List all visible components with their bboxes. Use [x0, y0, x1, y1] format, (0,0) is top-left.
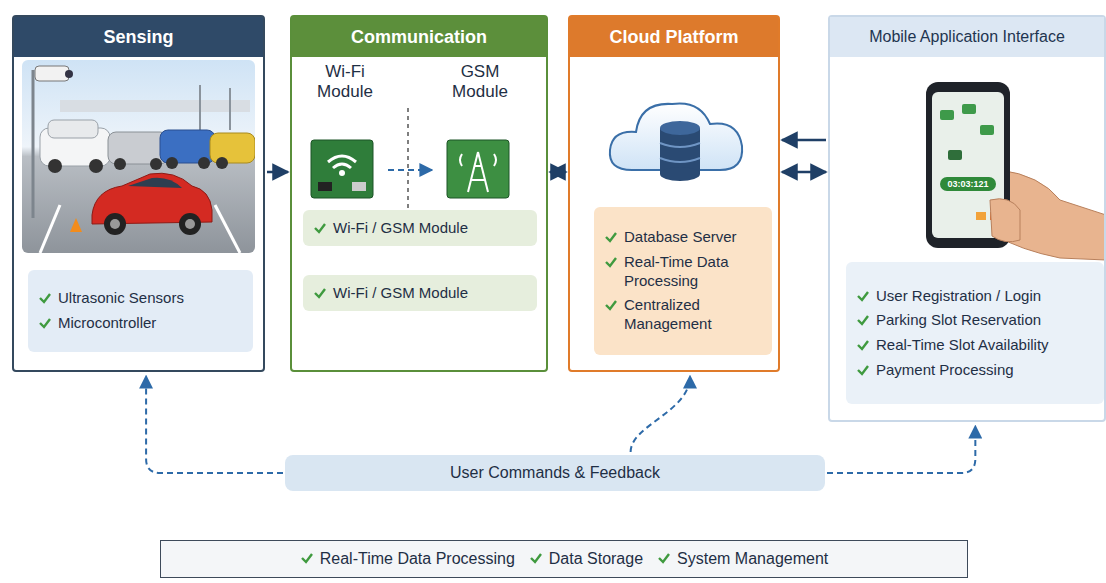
cloud-panel: Cloud PlatformDatabase ServerReal-Time D… [568, 15, 780, 372]
data-flow-arrow [267, 171, 288, 174]
feature-list: User Registration / LoginParking Slot Re… [846, 262, 1104, 404]
feedback-bar: User Commands & Feedback [285, 455, 825, 491]
list-item: Parking Slot Reservation [876, 311, 1041, 330]
check-icon [38, 316, 52, 330]
list-row: Database Server [604, 228, 762, 247]
list-item: Ultrasonic Sensors [58, 289, 184, 308]
list-item: Microcontroller [58, 314, 156, 333]
list-row: Wi-Fi / GSM Module [313, 219, 527, 238]
feature-list: Wi-Fi / GSM Module [303, 275, 537, 311]
list-row: User Registration / Login [856, 287, 1094, 306]
panel-title: Mobile Application Interface [869, 28, 1065, 46]
feature-list: Wi-Fi / GSM Module [303, 210, 537, 246]
panel-header: Communication [292, 17, 546, 57]
check-icon [604, 255, 618, 269]
check-icon [604, 298, 618, 312]
gsm-board [447, 140, 509, 198]
list-item: User Registration / Login [876, 287, 1041, 306]
summary-item: System Management [657, 549, 828, 569]
check-icon [300, 551, 314, 565]
summary-strip: Real-Time Data Processing Data Storage Sys… [160, 540, 968, 578]
wifi-board [311, 140, 373, 198]
list-row: Wi-Fi / GSM Module [313, 284, 527, 303]
list-row: Real-Time Data Processing [604, 253, 762, 291]
list-item: Wi-Fi / GSM Module [333, 284, 468, 303]
summary-item: Data Storage [529, 549, 643, 569]
check-icon [856, 289, 870, 303]
list-row: Microcontroller [38, 314, 243, 333]
summary-text: Data Storage [549, 549, 643, 569]
summary-item: Real-Time Data Processing [300, 549, 515, 569]
list-item: Wi-Fi / GSM Module [333, 219, 468, 238]
list-row: Payment Processing [856, 361, 1094, 380]
feedback-connector [146, 376, 283, 473]
communication-panel: CommunicationWi-Fi Module GSM ModuleWi-Fi… [290, 15, 548, 372]
parking-scene [22, 60, 255, 253]
list-item: Real-Time Data Processing [624, 253, 762, 291]
summary-text: System Management [677, 549, 828, 569]
feature-list: Database ServerReal-Time Data Processing… [594, 207, 772, 355]
data-flow-arrow [782, 139, 826, 142]
check-icon [856, 338, 870, 352]
check-icon [38, 291, 52, 305]
check-icon [313, 221, 327, 235]
panel-title: Communication [351, 27, 487, 48]
feedback-connector [631, 376, 690, 452]
list-item: Real-Time Slot Availability [876, 336, 1049, 355]
panel-header: Cloud Platform [570, 17, 778, 57]
list-item: Payment Processing [876, 361, 1014, 380]
cloud-database [610, 103, 742, 181]
check-icon [856, 313, 870, 327]
module-label: GSM Module [434, 62, 526, 212]
check-icon [856, 363, 870, 377]
panel-header: Sensing [14, 17, 263, 57]
check-icon [604, 230, 618, 244]
check-icon [657, 551, 671, 565]
sensing-panel: SensingUltrasonic SensorsMicrocontroller [12, 15, 265, 372]
check-icon [313, 286, 327, 300]
panel-title: Sensing [103, 27, 173, 48]
list-row: Real-Time Slot Availability [856, 336, 1094, 355]
feedback-connector [827, 426, 975, 473]
list-item: Centralized Management [624, 296, 762, 334]
list-item: Database Server [624, 228, 737, 247]
panel-header: Mobile Application Interface [830, 17, 1104, 57]
feedback-connector [388, 169, 432, 171]
list-row: Centralized Management [604, 296, 762, 334]
summary-text: Real-Time Data Processing [320, 549, 515, 569]
check-icon [529, 551, 543, 565]
list-row: Parking Slot Reservation [856, 311, 1094, 330]
module-label: Wi-Fi Module [304, 62, 386, 212]
screen-timer: 03:03:121 [940, 177, 996, 191]
data-flow-arrow [550, 171, 566, 174]
bar-label: User Commands & Feedback [450, 464, 660, 482]
module-label: Wi-Fi Module [304, 62, 386, 103]
mobile-panel: Mobile Application InterfaceUser Registr… [828, 15, 1106, 422]
list-row: Ultrasonic Sensors [38, 289, 243, 308]
panel-title: Cloud Platform [610, 27, 739, 48]
phone-hand [926, 82, 1106, 260]
data-flow-arrow [782, 171, 826, 174]
module-label: GSM Module [434, 62, 526, 103]
feature-list: Ultrasonic SensorsMicrocontroller [28, 270, 253, 352]
